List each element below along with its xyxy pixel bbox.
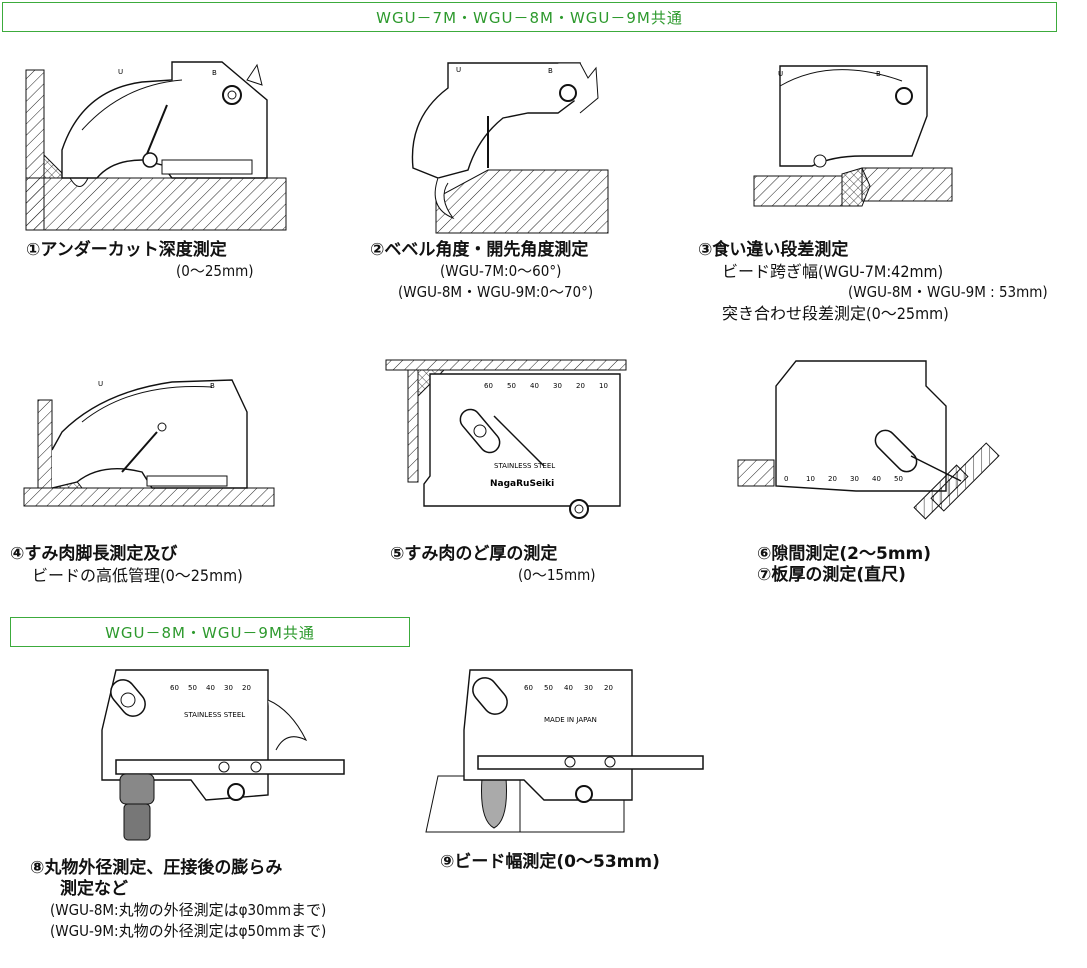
caption-6-title: ⑥隙間測定(2～5mm) xyxy=(757,544,932,564)
u-mark-2: U xyxy=(456,66,461,74)
scale-top-20: 20 xyxy=(576,382,585,390)
b-mark-2: B xyxy=(548,67,553,75)
scale-bottom-20: 20 xyxy=(828,475,837,483)
figure-misalignment: U B xyxy=(753,65,953,207)
scale-bottom-10: 10 xyxy=(806,475,815,483)
scale-top-20-b: 20 xyxy=(242,684,251,692)
caption-2: ②ベベル角度・開先角度測定 (WGU-7M:0～60°) (WGU-8M・WGU… xyxy=(370,240,593,303)
b-mark-4: B xyxy=(210,382,215,390)
u-mark-4: U xyxy=(98,380,103,388)
figure-bevel-angle: U B xyxy=(411,62,609,234)
caption-8-limit-9m: (WGU-9M:丸物の外径測定はφ50mmまで) xyxy=(50,922,327,940)
scale-top-60-b: 60 xyxy=(170,684,179,692)
caption-2-title: ②ベベル角度・開先角度測定 xyxy=(370,240,589,260)
caption-5: ⑤すみ肉のど厚の測定 (0～15mm) xyxy=(390,544,596,586)
caption-6-7: ⑥隙間測定(2～5mm) ⑦板厚の測定(直尺) xyxy=(757,544,931,586)
scale-top-40: 40 xyxy=(530,382,539,390)
scale-bottom-50: 50 xyxy=(894,475,903,483)
scale-top-10: 10 xyxy=(599,382,608,390)
caption-9: ⑨ビード幅測定(0～53mm) xyxy=(440,852,660,873)
b-mark: B xyxy=(212,69,217,77)
scale-top-30-c: 30 xyxy=(584,684,593,692)
scale-top-20-c: 20 xyxy=(604,684,613,692)
caption-3: ③食い違い段差測定 ビード跨ぎ幅(WGU-7M:42mm) (WGU-8M・WG… xyxy=(698,240,1048,324)
caption-2-range-7m: (WGU-7M:0～60°) xyxy=(440,262,562,280)
b-mark-3: B xyxy=(876,70,881,78)
caption-1: ①アンダーカット深度測定 (0～25mm) xyxy=(26,240,254,282)
scale-top-60: 60 xyxy=(484,382,493,390)
caption-5-range: (0～15mm) xyxy=(518,566,596,584)
caption-7-title: ⑦板厚の測定(直尺) xyxy=(757,565,906,585)
figure-round-bar: 60 50 40 30 20 STAINLESS STEEL xyxy=(101,669,345,841)
u-mark: U xyxy=(118,68,123,76)
scale-top-40-c: 40 xyxy=(564,684,573,692)
scale-top-30-b: 30 xyxy=(224,684,233,692)
caption-4: ④すみ肉脚長測定及び ビードの高低管理(0～25mm) xyxy=(10,544,243,586)
made-in-japan-text: MADE IN JAPAN xyxy=(544,716,597,724)
scale-top-40-b: 40 xyxy=(206,684,215,692)
caption-8-limit-8m: (WGU-8M:丸物の外径測定はφ30mmまで) xyxy=(50,901,327,919)
stainless-text-b: STAINLESS STEEL xyxy=(184,711,245,719)
scale-bottom-30: 30 xyxy=(850,475,859,483)
scale-top-50-b: 50 xyxy=(188,684,197,692)
scale-top-30: 30 xyxy=(553,382,562,390)
figure-gap-thickness: 0 10 20 30 40 50 xyxy=(737,360,1000,520)
scale-bottom-0: 0 xyxy=(784,475,788,483)
caption-2-range-8m-9m: (WGU-8M・WGU-9M:0～70°) xyxy=(398,283,594,301)
scale-top-50: 50 xyxy=(507,382,516,390)
scale-top-60-c: 60 xyxy=(524,684,533,692)
figure-fillet-throat: 60 50 40 30 20 10 STAINLESS STEEL NagaRu… xyxy=(385,359,627,519)
scale-bottom-40: 40 xyxy=(872,475,881,483)
caption-1-title: ①アンダーカット深度測定 xyxy=(26,240,227,260)
caption-8-title: ⑧丸物外径測定、圧接後の膨らみ xyxy=(30,858,283,878)
stainless-text: STAINLESS STEEL xyxy=(494,462,555,470)
caption-1-range: (0～25mm) xyxy=(176,262,254,280)
figure-fillet-leg: U B xyxy=(23,379,275,507)
caption-9-title: ⑨ビード幅測定(0～53mm) xyxy=(440,852,660,872)
caption-3-bead-width-8m-9m: (WGU-8M・WGU-9M : 53mm) xyxy=(848,283,1048,301)
figure-undercut: U B xyxy=(25,61,287,231)
caption-5-title: ⑤すみ肉のど厚の測定 xyxy=(390,544,558,564)
caption-8-etc: 測定など xyxy=(60,879,128,899)
wgu-8m-9m-banner: WGU－8M・WGU－9M共通 xyxy=(10,617,410,647)
u-mark-3: U xyxy=(778,70,783,78)
caption-3-butt-step: 突き合わせ段差測定(0～25mm) xyxy=(722,304,949,323)
caption-4-title: ④すみ肉脚長測定及び xyxy=(10,544,178,564)
caption-4-range: ビードの高低管理(0～25mm) xyxy=(32,566,243,585)
caption-3-bead-width-7m: ビード跨ぎ幅(WGU-7M:42mm) xyxy=(722,262,944,281)
brand-logo: NagaRuSeiki xyxy=(490,479,554,489)
figure-bead-width: 60 50 40 30 20 MADE IN JAPAN xyxy=(425,669,704,833)
common-models-banner: WGU－7M・WGU－8M・WGU－9M共通 xyxy=(2,2,1057,32)
caption-8: ⑧丸物外径測定、圧接後の膨らみ 測定など (WGU-8M:丸物の外径測定はφ30… xyxy=(30,858,326,942)
scale-top-50-c: 50 xyxy=(544,684,553,692)
caption-3-title: ③食い違い段差測定 xyxy=(698,240,849,260)
